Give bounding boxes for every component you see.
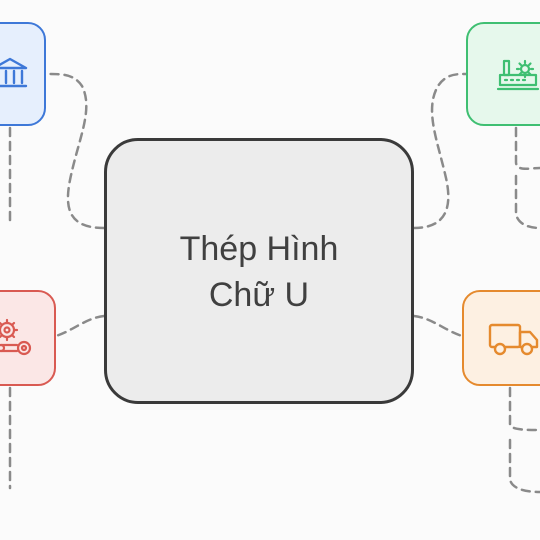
bank-node[interactable] xyxy=(0,22,46,126)
factory-icon xyxy=(495,51,540,97)
machinery-gears-icon xyxy=(0,315,37,361)
factory-node[interactable] xyxy=(466,22,540,126)
connector-center-to-truck xyxy=(412,314,464,338)
central-topic-node[interactable]: Thép Hình Chữ U xyxy=(104,138,414,404)
connector-truck-down xyxy=(508,386,540,432)
connector-center-to-factory xyxy=(412,72,468,230)
truck-node[interactable] xyxy=(462,290,540,386)
connector-center-to-machine xyxy=(54,314,106,338)
central-topic-label: Thép Hình Chữ U xyxy=(180,224,339,318)
connector-factory-down-2 xyxy=(514,174,540,230)
machinery-node[interactable] xyxy=(0,290,56,386)
central-topic-line2: Chữ U xyxy=(208,276,310,314)
central-topic-line1: Thép Hình xyxy=(179,230,339,268)
truck-icon xyxy=(487,315,540,361)
connector-factory-down xyxy=(514,126,540,170)
connector-center-to-bank xyxy=(46,72,106,230)
connector-truck-down-2 xyxy=(508,438,540,494)
bank-icon xyxy=(0,54,30,94)
